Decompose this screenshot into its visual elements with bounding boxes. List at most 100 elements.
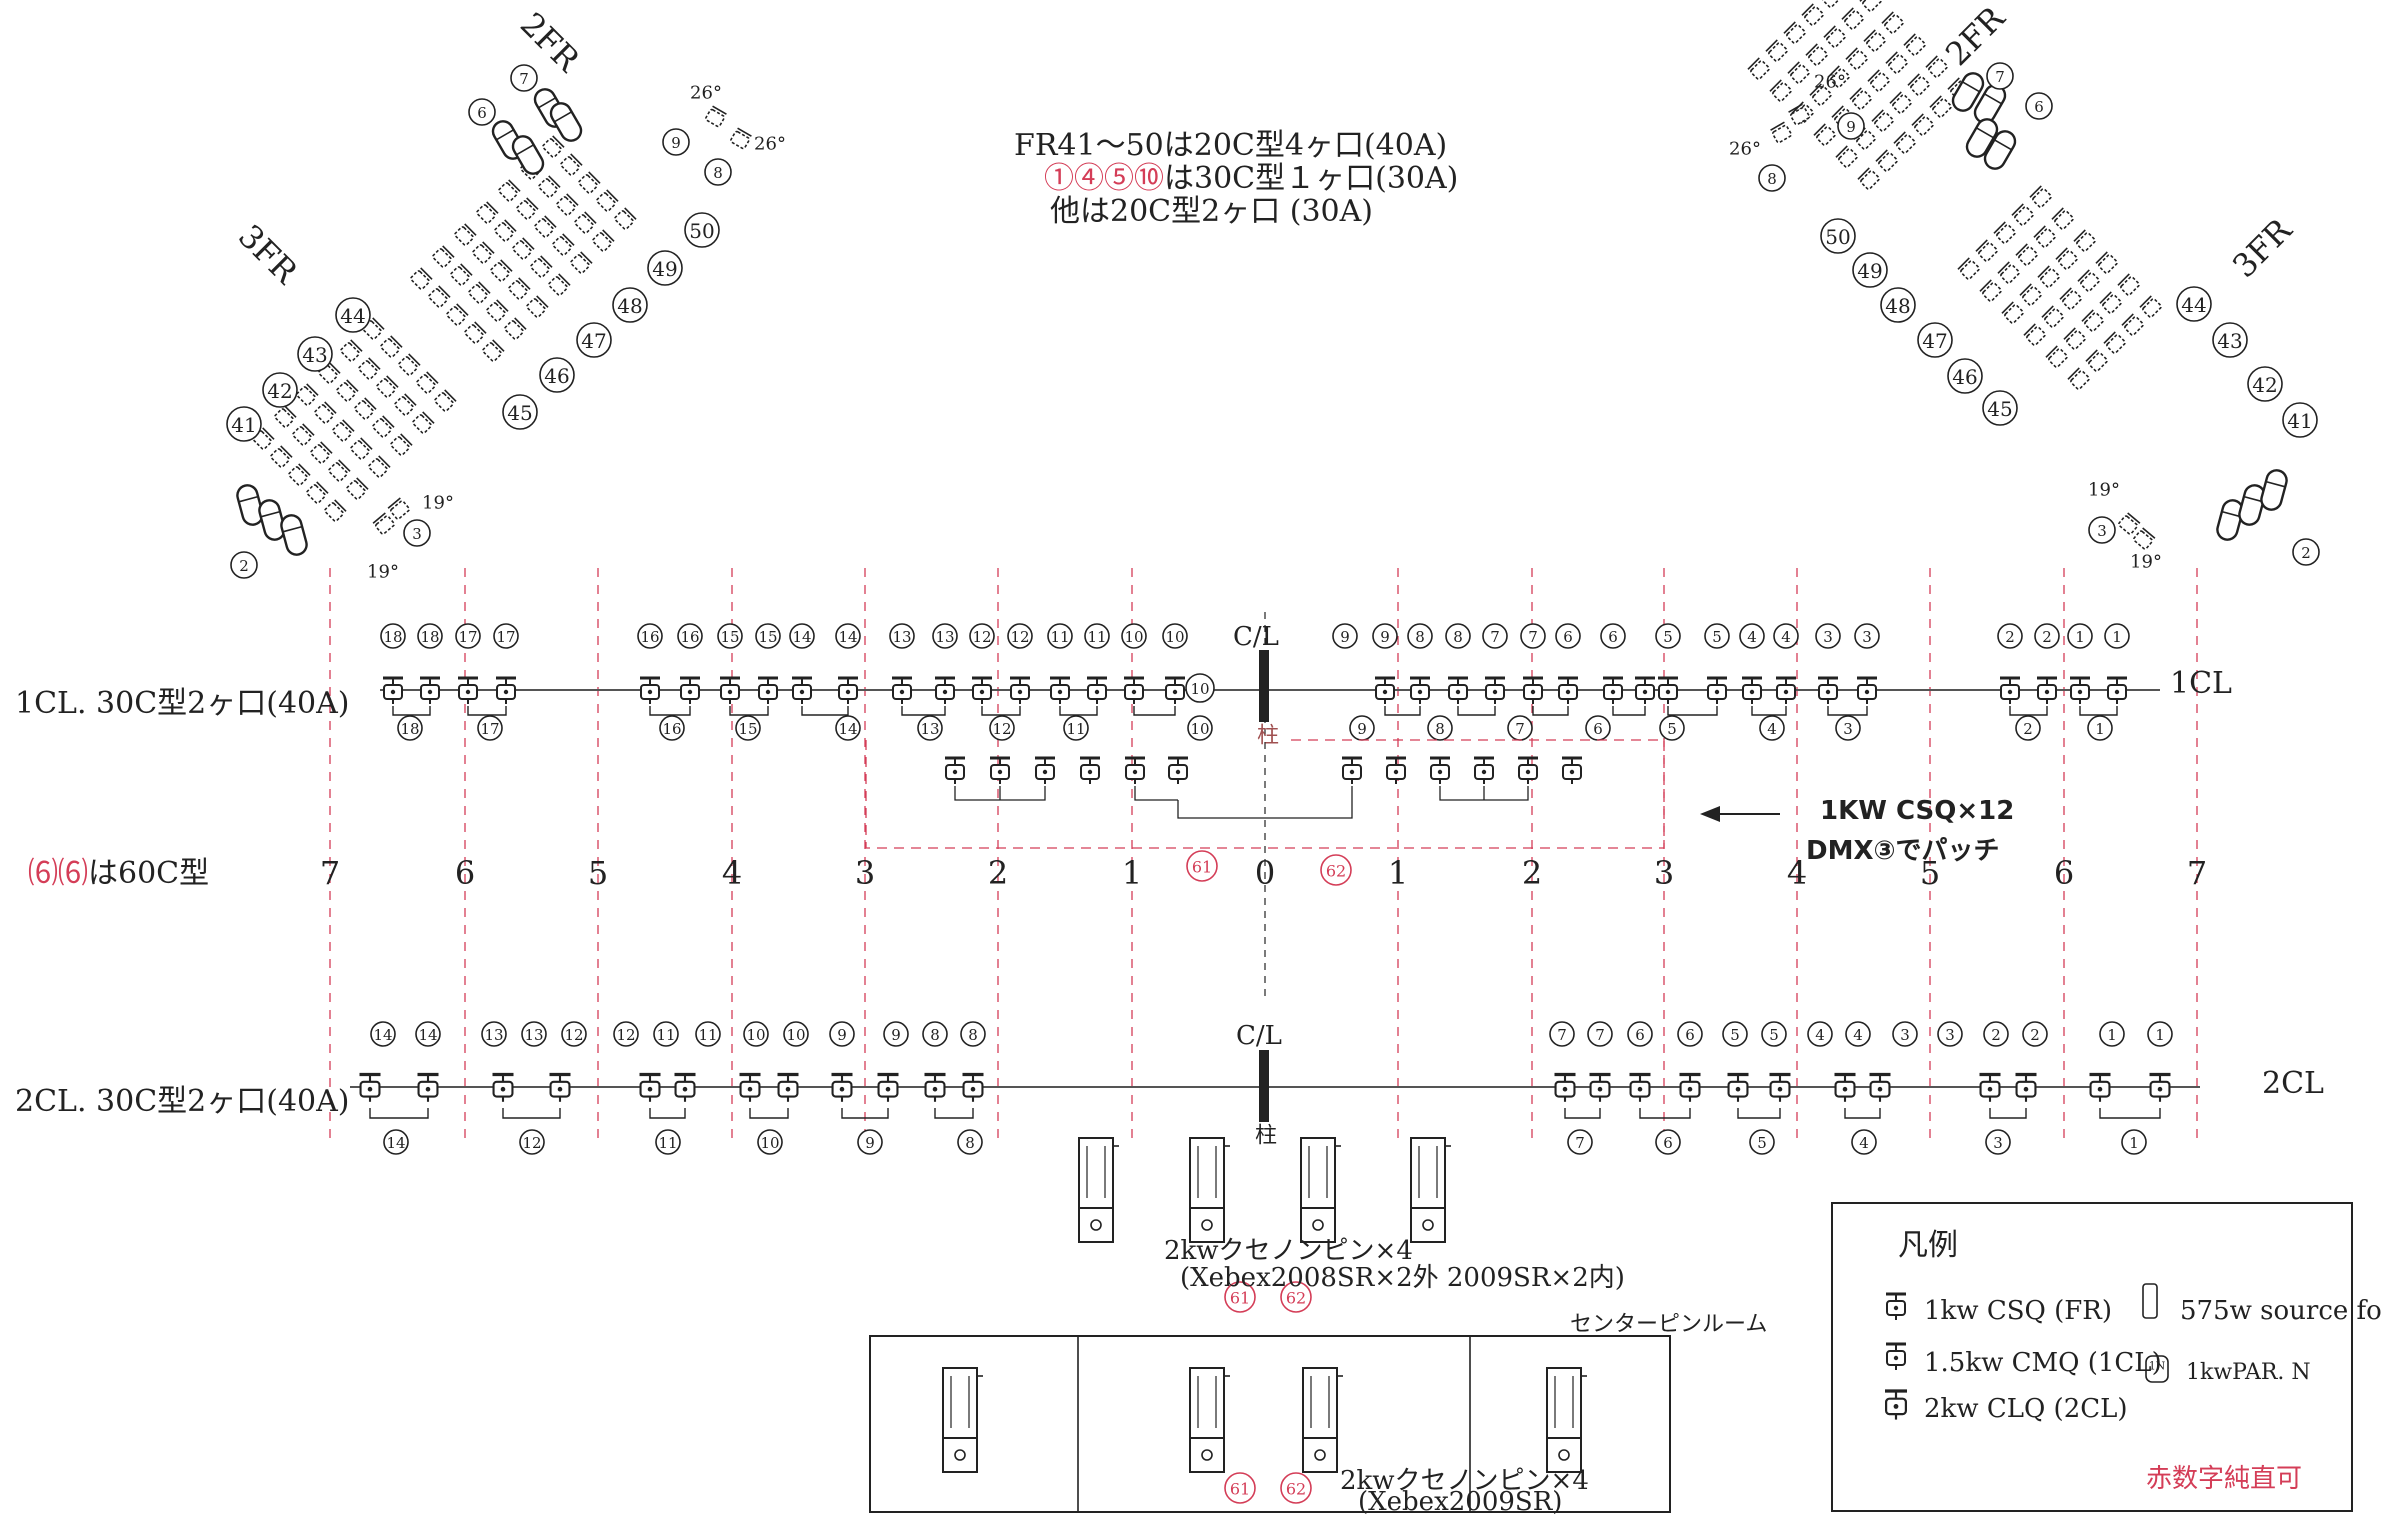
cl2-top-circle-10-ring xyxy=(829,1021,855,1047)
cl2-top-circle-20: 4 xyxy=(1815,1026,1825,1044)
cl2-bottom-circle-5-ring xyxy=(957,1129,983,1155)
column-number-4: 3 xyxy=(855,854,875,892)
fr-left-3fr-4-4 xyxy=(412,411,435,434)
fr-right-circle-43: 43 xyxy=(2217,329,2242,353)
fr-right-circle-50-ring xyxy=(1820,218,1856,254)
cl2-top-circle-26-ring xyxy=(2099,1021,2125,1047)
cl2-top-circle-24: 2 xyxy=(1991,1026,2001,1044)
fr-right-2fr-0-2 xyxy=(1813,123,1836,146)
csq-note-line1: 1KW CSQ×12 xyxy=(1820,796,2015,826)
fr-right-circle-46-ring xyxy=(1947,358,1983,394)
fr-right-spot-d xyxy=(2133,527,2156,550)
cl1-bracket-9 xyxy=(1384,706,1421,716)
column-number-6: 1 xyxy=(1122,854,1142,892)
fr-left-2fr-1-4-yoke xyxy=(526,197,539,210)
csq-fixture-8 xyxy=(1430,756,1450,784)
fr-right-2fr-0-5-body xyxy=(1750,60,1770,80)
marker-62-xenon1-ring xyxy=(1280,1281,1312,1313)
xenon-pin-0 xyxy=(1078,1137,1119,1243)
cl1-bracket-3 xyxy=(729,706,769,716)
cl1-bracket-11 xyxy=(1532,706,1569,716)
cl1-top-circle-31-ring xyxy=(1854,623,1880,649)
cl1-top-circle-28-ring xyxy=(1739,623,1765,649)
fr-left-3fr-1-2-body xyxy=(314,404,334,424)
cl1-top-circle-14: 11 xyxy=(1050,628,1069,646)
fr-left-2fr-4-1-yoke xyxy=(514,317,527,330)
cl2-top-circle-0: 14 xyxy=(373,1026,392,1044)
fr-left-3fr-4-0 xyxy=(324,499,347,522)
pillar-2cl xyxy=(1259,1050,1269,1122)
cl2-fixture-0 xyxy=(359,1072,381,1102)
cl1-top-circle-12: 12 xyxy=(972,628,991,646)
cl1-top-circle-5-ring xyxy=(677,623,703,649)
cl2-bracket-6 xyxy=(1564,1108,1601,1119)
fr-right-3fr-2-2-yoke xyxy=(2059,287,2072,300)
label-left-3fr: 3FR xyxy=(231,217,306,292)
cl2-label: 2CL. 30C型2ヶ口(40A) xyxy=(15,1084,350,1119)
cl1-fixture-27 xyxy=(1707,676,1727,704)
cl1-bottom-circle-9: 9 xyxy=(1357,720,1367,738)
fr-right-2fr-4-5-body xyxy=(1822,0,1842,8)
fr-left-spot-c-yoke xyxy=(372,512,386,524)
cl1-bracket-1 xyxy=(467,706,507,716)
marker-62-xenon2: 62 xyxy=(1286,1480,1306,1499)
fr-left-3fr-1-5-yoke xyxy=(390,335,403,348)
cl1-bottom-circle-6: 12 xyxy=(992,720,1011,738)
fr-left-capsule-c xyxy=(280,514,308,556)
cl2-bottom-circle-7-ring xyxy=(1655,1129,1681,1155)
xenon2-line1: 2kwクセノンピン×4 xyxy=(1340,1466,1589,1496)
csq-arrow-head xyxy=(1700,806,1720,822)
cl2-bottom-circle-2: 11 xyxy=(658,1134,677,1152)
fr-note-line2: ①④⑤⑩は30C型１ヶ口(30A) xyxy=(1044,161,1459,196)
cl1-bottom-circle-1: 17 xyxy=(480,720,499,738)
cl1-fixture-30 xyxy=(1818,676,1838,704)
fr-left-3fr-0-1-body xyxy=(274,408,294,428)
fr-right-2fr-3-4-body xyxy=(1826,28,1846,48)
cl-mark-top: C/L xyxy=(1233,622,1279,652)
c6162-note: ⑹⑹は60C型 xyxy=(28,856,210,891)
fr-left-circle-7: 7 xyxy=(519,70,529,88)
fr-right-2fr-0-5-yoke xyxy=(1747,57,1760,70)
fr-left-2fr-3-3-yoke xyxy=(540,255,553,268)
fr-left-2fr-4-4 xyxy=(570,251,593,274)
cl2-fixture-8 xyxy=(831,1072,853,1102)
cl2-top-circle-21: 4 xyxy=(1853,1026,1863,1044)
fr-left-2fr-3-2 xyxy=(508,277,531,300)
fr-right-2fr-1-5-body xyxy=(1768,42,1788,62)
cl2-top-circle-27: 1 xyxy=(2155,1026,2165,1044)
cl1-top-circle-27: 5 xyxy=(1712,628,1722,646)
fr-right-3fr-2-0-yoke xyxy=(2103,331,2116,344)
cl2-right-label: 2CL xyxy=(2262,1066,2324,1101)
cl-mark-bottom: C/L xyxy=(1236,1021,1282,1051)
cl1-top-circle-19: 9 xyxy=(1380,628,1390,646)
room-pin-0 xyxy=(942,1367,983,1473)
fr-right-3fr-4-1-yoke xyxy=(2117,273,2130,286)
cl1-top-circle-8: 14 xyxy=(792,628,811,646)
fr-right-2fr-2-3-yoke xyxy=(1827,65,1840,78)
cl1-fixture-27-lens xyxy=(1714,689,1720,695)
cl1-top-circle-20-ring xyxy=(1407,623,1433,649)
cl2-top-circle-14: 7 xyxy=(1557,1026,1567,1044)
fr-left-2fr-1-4-body xyxy=(516,200,536,220)
cl1-bottom-circle-8: 10 xyxy=(1190,720,1209,738)
room-pin-3-knob xyxy=(1558,1449,1570,1461)
column-number-7: 0 xyxy=(1255,854,1275,892)
fr-left-spot-b xyxy=(730,127,752,150)
fr-left-3fr-0-2 xyxy=(296,383,319,406)
angle-right-19-b: 19° xyxy=(2130,552,2162,573)
fr-left-2fr-2-2-body xyxy=(490,262,510,282)
fr-right-3fr-1-5 xyxy=(1975,239,1998,262)
fr-right-circle-2-ring xyxy=(2292,538,2320,566)
cl1-bottom-circle-0: 18 xyxy=(400,720,419,738)
fr-left-2fr-1-4 xyxy=(516,197,539,220)
fr-left-2fr-3-1-body xyxy=(486,302,506,322)
cl1-fixture-33-lens xyxy=(2044,689,2050,695)
cl2-fixture-10 xyxy=(924,1072,946,1102)
cl1-top-circle-7-ring xyxy=(755,623,781,649)
fr-left-2fr-4-5 xyxy=(592,229,615,252)
fr-right-3fr-1-1-yoke xyxy=(2063,327,2076,340)
fr-right-3fr-3-0 xyxy=(2121,313,2144,336)
cl1-top-circle-0: 18 xyxy=(383,628,402,646)
fr-right-2fr-2-0-body xyxy=(1896,134,1916,154)
cl2-bottom-circle-8: 5 xyxy=(1757,1134,1767,1152)
